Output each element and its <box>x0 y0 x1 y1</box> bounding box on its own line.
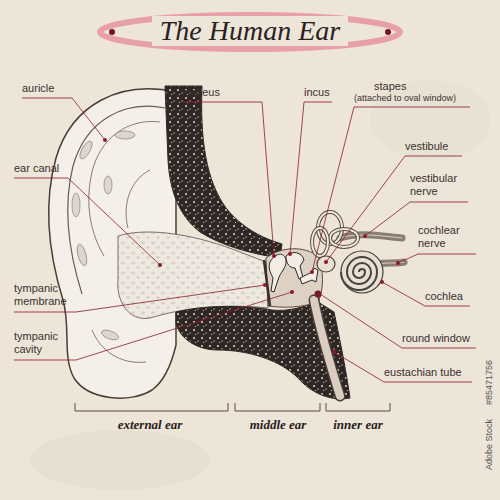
leader-dot <box>288 252 292 256</box>
region-label: external ear <box>110 417 190 433</box>
part-label: cochlear nerve <box>418 224 478 250</box>
part-label: stapes <box>374 80 406 93</box>
region-label: middle ear <box>238 417 318 433</box>
leader-dot <box>396 261 400 265</box>
watermark: #85471756 <box>484 360 495 405</box>
concha-fold <box>126 170 150 228</box>
leader-line <box>320 294 476 348</box>
leader-dot <box>103 138 107 142</box>
cartilage <box>104 176 112 194</box>
title-dot <box>385 29 391 35</box>
vestibular-nerve <box>340 235 402 238</box>
part-label: vestibule <box>405 140 448 153</box>
part-note: (attached to oval window) <box>354 93 456 104</box>
leader-line <box>182 102 274 256</box>
temporal-bone <box>165 86 282 258</box>
leader-line <box>382 282 470 306</box>
incus-bone <box>286 253 304 279</box>
leader-line <box>398 254 476 263</box>
nerve-fibre <box>340 235 402 238</box>
part-label: incus <box>304 86 330 99</box>
leader-dot <box>380 280 384 284</box>
part-label: eustachian tube <box>384 366 462 379</box>
bracket <box>75 403 228 411</box>
cochlea-spiral <box>341 257 377 290</box>
bracket <box>235 403 320 411</box>
leader-dot <box>272 254 276 258</box>
cartilage <box>72 193 80 217</box>
cartilage <box>115 131 135 139</box>
part-label: ear canal <box>14 162 59 175</box>
cartilage <box>78 139 95 160</box>
leader-line <box>334 352 472 382</box>
leader-line <box>14 178 160 265</box>
cartilage <box>75 243 88 266</box>
leader-line <box>22 98 105 140</box>
eustachian-tube <box>314 300 340 396</box>
stapes-bone <box>300 268 318 284</box>
leader-line <box>290 102 332 254</box>
paper-stain <box>30 430 210 490</box>
malleus-bone <box>269 254 286 292</box>
leader-dot <box>290 290 294 294</box>
diagram-title: The Human Ear <box>152 16 348 46</box>
part-label: tympanic membrane <box>14 282 76 308</box>
cartilage <box>100 328 120 342</box>
leader-dot <box>324 260 328 264</box>
leader-dot <box>310 270 314 274</box>
leader-line <box>312 107 470 272</box>
part-label: malleus <box>182 86 220 99</box>
leader-dots <box>103 138 400 354</box>
part-label: tympanic cavity <box>14 330 76 356</box>
title-dot <box>109 29 115 35</box>
leader-dot <box>263 283 267 287</box>
region-label: inner ear <box>318 417 398 433</box>
leader-dot <box>363 234 367 238</box>
cochlea-body <box>341 251 383 293</box>
paper-stain <box>370 80 490 160</box>
vestibule-chamber <box>317 256 335 272</box>
part-label: auricle <box>22 82 54 95</box>
title-ring <box>100 15 400 49</box>
leader-lines <box>14 98 476 382</box>
bracket <box>326 403 390 411</box>
leader-dot <box>332 350 336 354</box>
part-label: round window <box>402 332 470 345</box>
watermark: Adobe Stock <box>484 419 495 470</box>
region-brackets <box>75 403 390 411</box>
leader-dot <box>158 263 162 267</box>
part-label: vestibular nerve <box>410 172 470 198</box>
eustachian-tube-wall <box>314 300 340 396</box>
part-label: cochlea <box>425 290 463 303</box>
